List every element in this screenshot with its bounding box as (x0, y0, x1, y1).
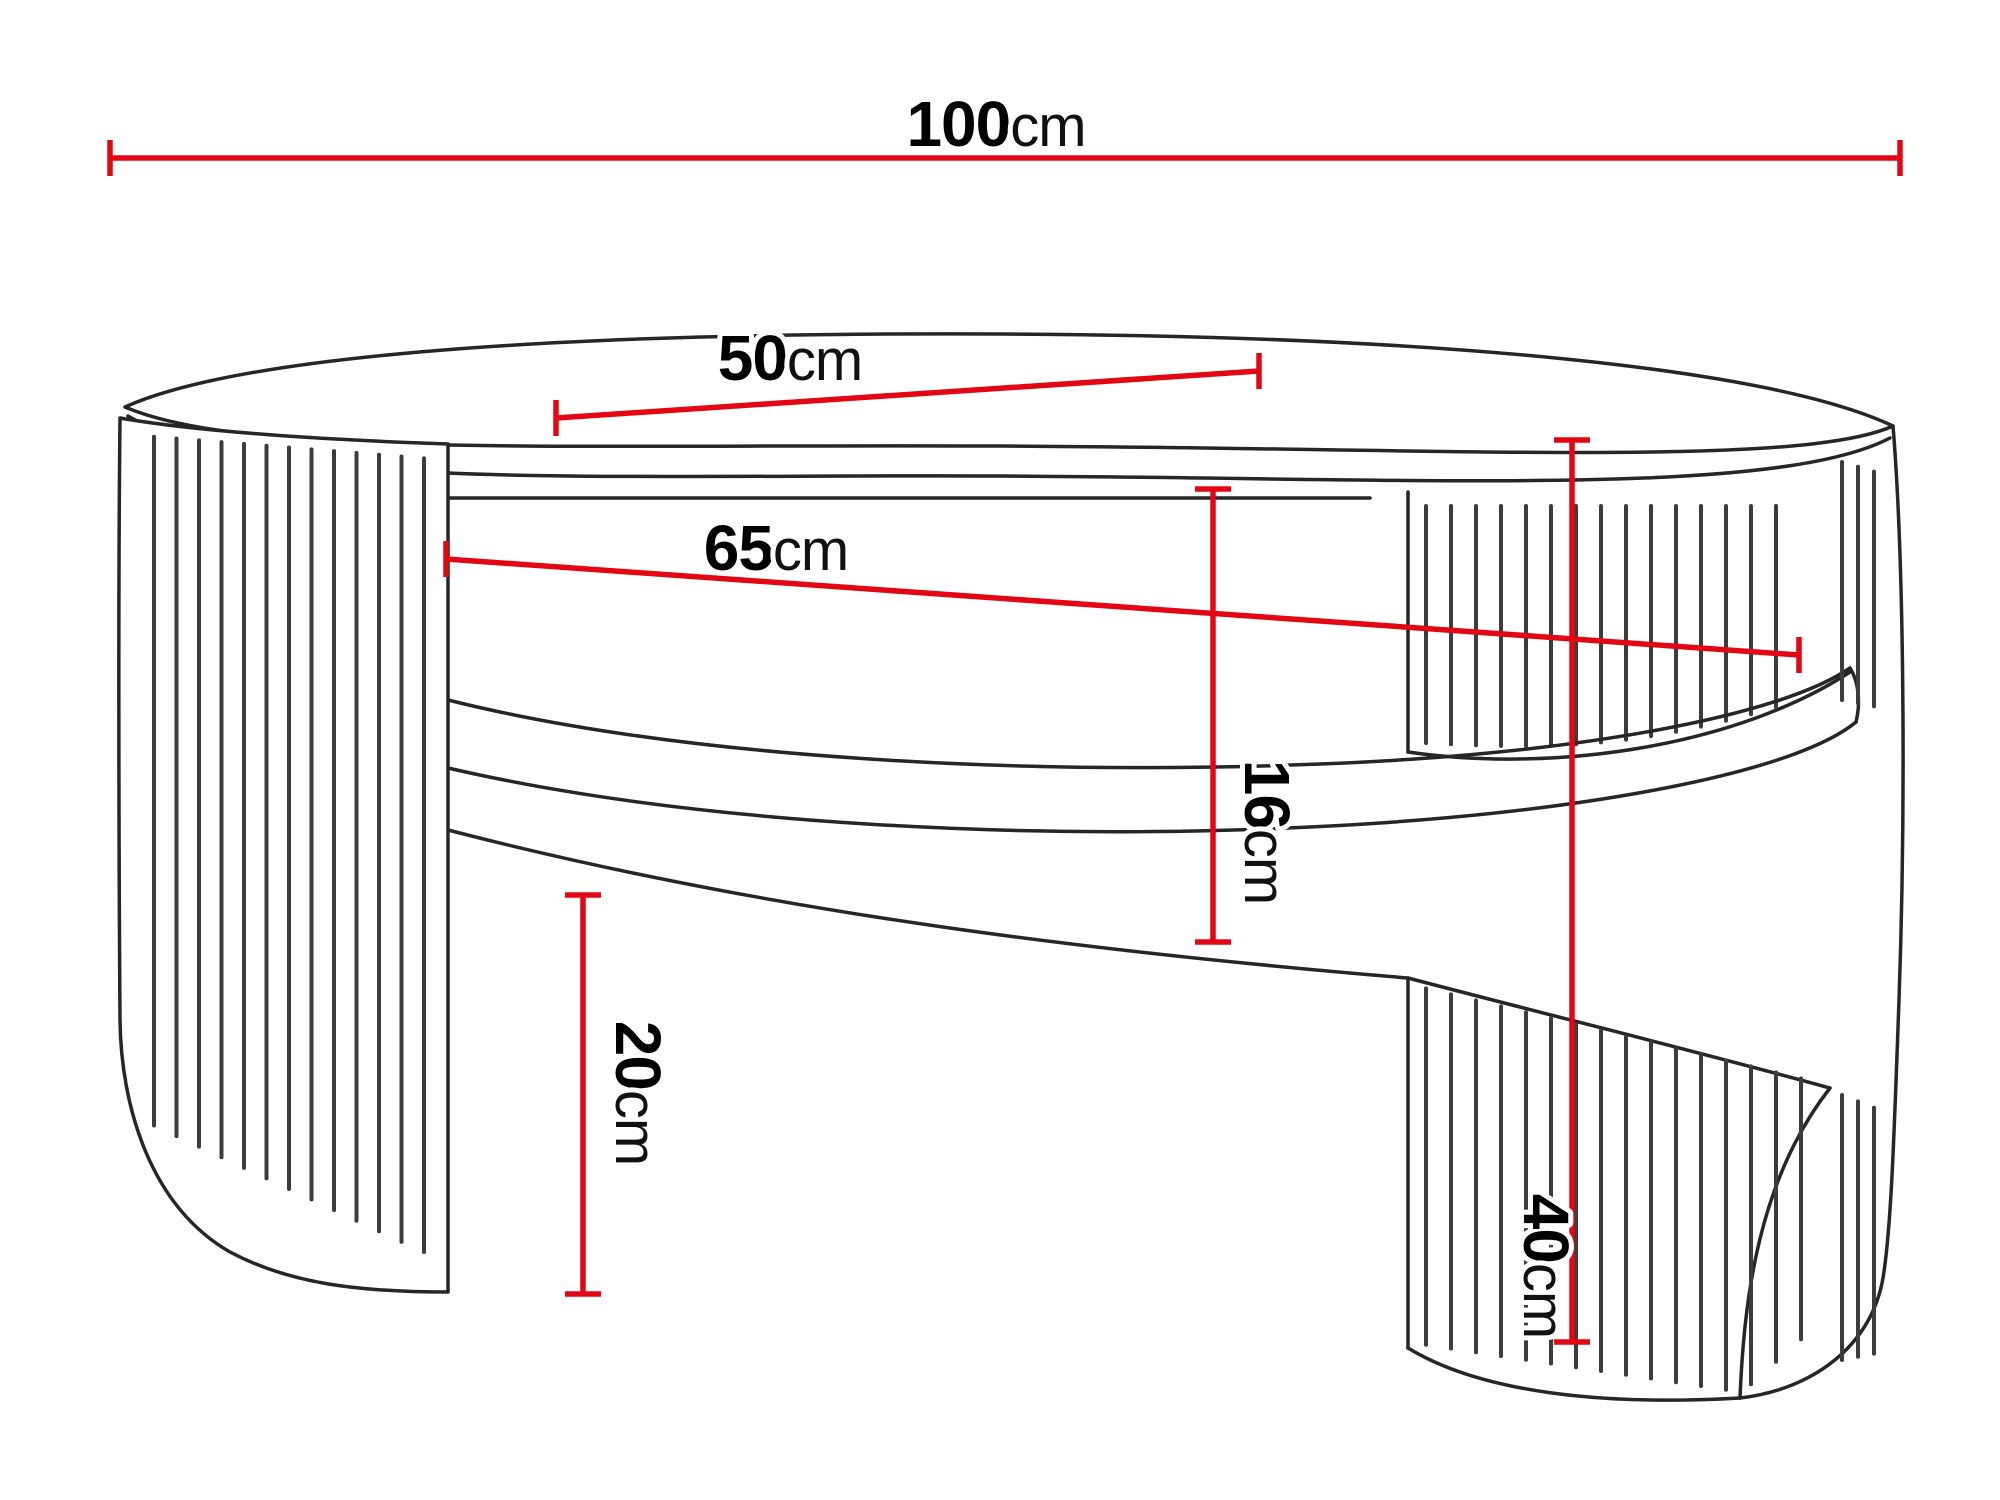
lower-right-bottom-edge (1406, 1346, 1742, 1402)
dimension-label-base-clearance: 20cm (602, 1021, 674, 1166)
dimension-label-side-height: 40cm (1510, 1194, 1582, 1339)
dimension-label-opening-height: 16cm (1231, 760, 1303, 905)
right-panel-edge-fluting (1840, 460, 1876, 1362)
dimension-label-width: 100cm (906, 88, 1085, 160)
dimension-label-shelf-width: 65cm (704, 512, 849, 584)
dimension-label-depth: 50cm (718, 322, 863, 394)
shelf-top-rim (446, 666, 1852, 770)
left-panel-slats (152, 434, 426, 1254)
dimension-line-side-height (1554, 437, 1590, 1345)
dimension-line-width (107, 140, 1903, 176)
dimension-line-opening-height (1195, 486, 1231, 945)
dimension-line-depth (553, 353, 1262, 436)
shelf-front-thickness (446, 720, 1858, 834)
dimension-lines (107, 140, 1903, 1345)
dimension-labels: 100cm 50cm 65cm 16cm 20cm 40cm (597, 83, 1587, 1343)
upper-right-panel-slats (1424, 504, 1778, 748)
table-structure (117, 332, 1905, 1402)
lower-right-inner-edge (1738, 1086, 1832, 1400)
right-panel-outer-edge (1738, 424, 1905, 1400)
right-compartment-bottom-edge (1406, 670, 1852, 761)
shelf-underside-edge (446, 828, 1410, 980)
tabletop-surface (123, 332, 1895, 455)
dimension-line-shelf-width (443, 541, 1802, 673)
lower-right-top-slant (1406, 976, 1832, 1090)
left-panel (117, 416, 450, 1294)
dimension-line-base-clearance (565, 892, 601, 1297)
lower-right-panel-slats (1424, 986, 1803, 1392)
